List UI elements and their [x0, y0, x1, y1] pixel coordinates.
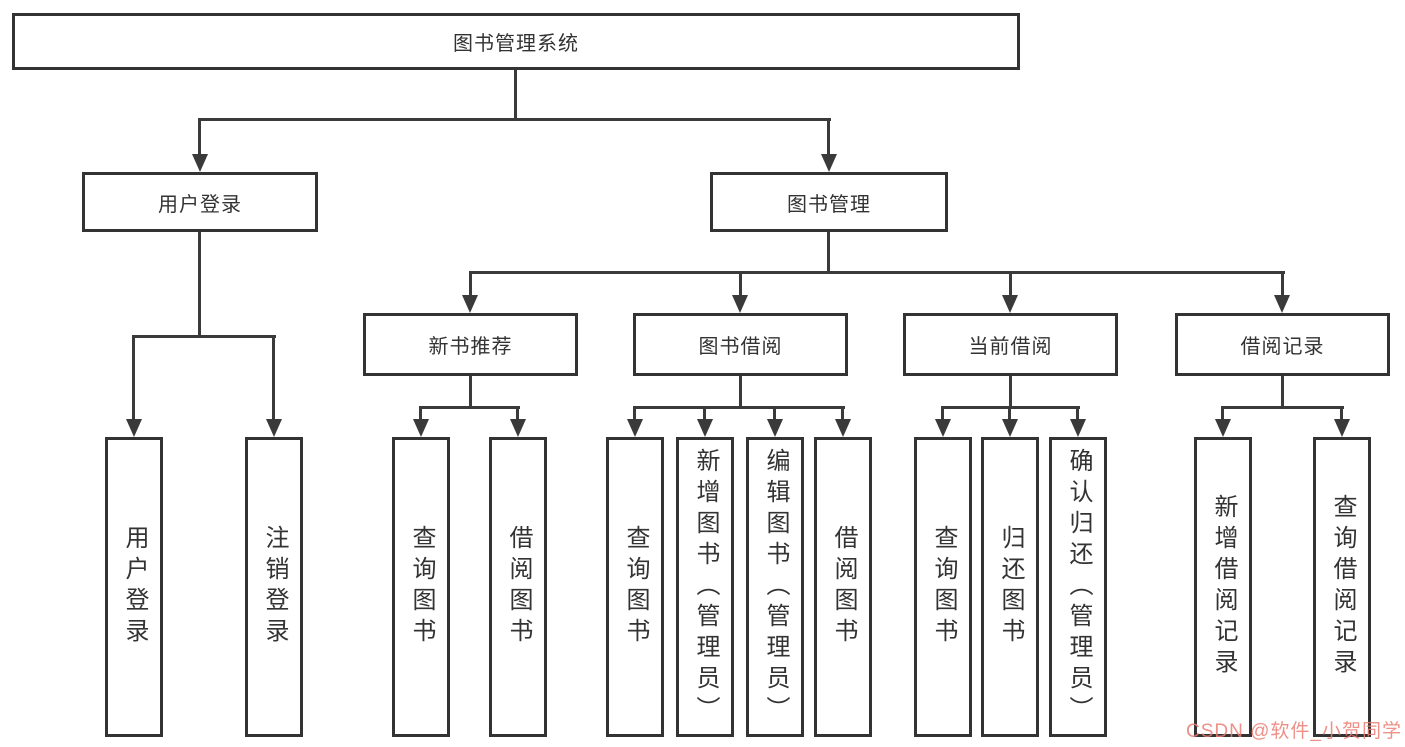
connector-line-v — [703, 406, 706, 421]
arrowhead-down-icon — [510, 419, 526, 437]
leaf-add-books-admin: 新增图书（管理员） — [676, 437, 734, 737]
arrowhead-down-icon — [1334, 419, 1350, 437]
connector-line-v — [1008, 406, 1011, 421]
node-user-login-label: 用户登录 — [158, 193, 242, 216]
arrowhead-down-icon — [126, 419, 142, 437]
leaf-user-login: 用户登录 — [105, 437, 163, 737]
leaf-query-books-1: 查询图书 — [392, 437, 450, 737]
connector-line-v — [1076, 406, 1079, 421]
connector-line-v — [272, 335, 275, 421]
connector-line-h — [198, 118, 831, 121]
leaf-borrow-books-2: 借阅图书 — [814, 437, 872, 737]
connector-line-v — [633, 406, 636, 421]
node-book-management-label: 图书管理 — [787, 193, 871, 216]
connector-line-v — [514, 70, 517, 120]
connector-line-v — [516, 406, 519, 421]
connector-line-v — [419, 406, 422, 421]
leaf-return-books-label: 归还图书 — [997, 525, 1024, 649]
connector-line-v — [841, 406, 844, 421]
node-new-book-recommend-label: 新书推荐 — [428, 336, 513, 358]
connector-line-v — [1009, 271, 1012, 297]
arrowhead-down-icon — [935, 419, 951, 437]
node-current-borrow-label: 当前借阅 — [968, 336, 1053, 358]
csdn-watermark: CSDN @软件_小贺同学 — [1186, 721, 1402, 742]
leaf-user-login-label: 用户登录 — [121, 525, 148, 649]
connector-line-v — [132, 335, 135, 421]
leaf-borrow-books-1-label: 借阅图书 — [505, 525, 532, 649]
arrowhead-down-icon — [1215, 419, 1231, 437]
node-borrow-records: 借阅记录 — [1175, 313, 1390, 376]
connector-line-v — [941, 406, 944, 421]
connector-line-h — [469, 271, 1285, 274]
leaf-confirm-return-admin: 确认归还（管理员） — [1049, 437, 1107, 737]
connector-line-v — [1281, 271, 1284, 297]
connector-line-v — [1281, 376, 1284, 408]
connector-line-h — [419, 406, 520, 409]
connector-line-v — [1221, 406, 1224, 421]
arrowhead-down-icon — [192, 154, 208, 172]
node-root: 图书管理系统 — [12, 13, 1020, 70]
connector-line-v — [739, 376, 742, 408]
arrowhead-down-icon — [697, 419, 713, 437]
leaf-add-borrow-record: 新增借阅记录 — [1194, 437, 1252, 737]
node-book-borrow: 图书借阅 — [633, 313, 848, 376]
leaf-return-books: 归还图书 — [981, 437, 1039, 737]
connector-line-v — [469, 271, 472, 297]
arrowhead-down-icon — [1002, 419, 1018, 437]
arrowhead-down-icon — [266, 419, 282, 437]
leaf-logout: 注销登录 — [245, 437, 303, 737]
arrowhead-down-icon — [1274, 295, 1290, 313]
leaf-query-books-2-label: 查询图书 — [622, 525, 649, 649]
node-book-management: 图书管理 — [710, 172, 948, 232]
arrowhead-down-icon — [627, 419, 643, 437]
connector-line-h — [1221, 406, 1344, 409]
leaf-query-borrow-record-label: 查询借阅记录 — [1329, 494, 1356, 680]
connector-line-h — [633, 406, 845, 409]
connector-line-v — [1009, 376, 1012, 408]
arrowhead-down-icon — [767, 419, 783, 437]
leaf-query-borrow-record: 查询借阅记录 — [1313, 437, 1371, 737]
node-current-borrow: 当前借阅 — [903, 313, 1118, 376]
leaf-query-books-1-label: 查询图书 — [408, 525, 435, 649]
arrowhead-down-icon — [1002, 295, 1018, 313]
leaf-query-books-3: 查询图书 — [914, 437, 972, 737]
connector-line-v — [1340, 406, 1343, 421]
leaf-borrow-books-2-label: 借阅图书 — [830, 525, 857, 649]
leaf-add-borrow-record-label: 新增借阅记录 — [1210, 494, 1237, 680]
node-new-book-recommend: 新书推荐 — [363, 313, 578, 376]
arrowhead-down-icon — [462, 295, 478, 313]
leaf-confirm-return-admin-label: 确认归还（管理员） — [1065, 447, 1092, 727]
connector-line-v — [198, 232, 201, 337]
leaf-edit-books-admin-label: 编辑图书（管理员） — [762, 447, 789, 727]
connector-line-h — [132, 335, 276, 338]
node-root-label: 图书管理系统 — [453, 33, 579, 55]
connector-line-v — [739, 271, 742, 297]
node-book-borrow-label: 图书借阅 — [698, 336, 783, 358]
node-borrow-records-label: 借阅记录 — [1240, 336, 1325, 358]
leaf-query-books-2: 查询图书 — [606, 437, 664, 737]
leaf-logout-label: 注销登录 — [261, 525, 288, 649]
arrowhead-down-icon — [821, 154, 837, 172]
node-user-login: 用户登录 — [82, 172, 318, 232]
leaf-query-books-3-label: 查询图书 — [930, 525, 957, 649]
connector-line-v — [773, 406, 776, 421]
leaf-edit-books-admin: 编辑图书（管理员） — [746, 437, 804, 737]
arrowhead-down-icon — [732, 295, 748, 313]
leaf-borrow-books-1: 借阅图书 — [489, 437, 547, 737]
connector-line-v — [827, 232, 830, 273]
connector-line-v — [827, 118, 830, 156]
arrowhead-down-icon — [835, 419, 851, 437]
connector-line-v — [469, 376, 472, 408]
connector-line-v — [198, 118, 201, 156]
arrowhead-down-icon — [413, 419, 429, 437]
leaf-add-books-admin-label: 新增图书（管理员） — [692, 447, 719, 727]
arrowhead-down-icon — [1070, 419, 1086, 437]
